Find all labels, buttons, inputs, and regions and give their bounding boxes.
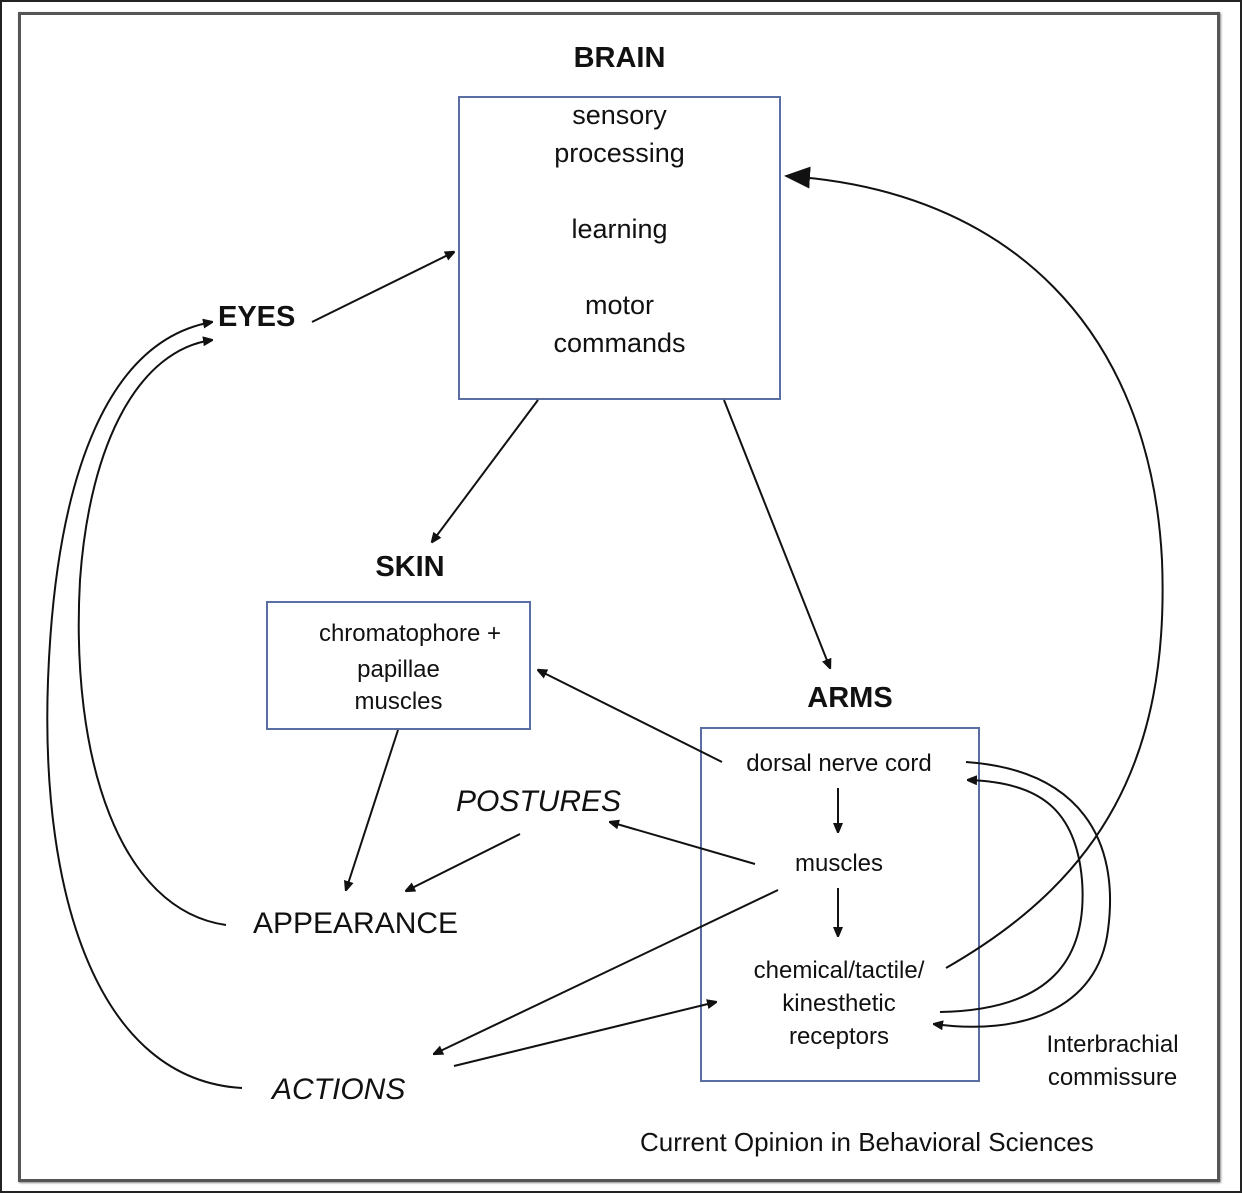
brain-line-motor: motor [584,290,655,320]
arms-receptors-line-1: chemical/tactile/ [753,957,925,984]
arrow-commissure-inner [939,780,1084,1013]
arrow-skin-to-appearance [346,729,399,890]
arms-heading: ARMS [807,682,893,714]
postures-label: POSTURES [456,785,622,818]
arrow-receptors-to-brain [784,166,1164,969]
brain-line-commands: commands [553,328,686,358]
skin-box [266,601,531,730]
arrow-commissure-outer [934,761,1112,1027]
arrow-brain-to-skin [432,399,539,542]
arms-dorsal-nerve-cord: dorsal nerve cord [746,750,932,777]
figure-frame [18,12,1220,1182]
arrow-postures-to-appearance [406,833,521,891]
skin-line-papillae: papillae [357,656,440,683]
skin-line-muscles: muscles [354,688,443,715]
arms-muscles: muscles [794,850,884,877]
skin-line-chromatophore: chromatophore + [318,620,502,647]
skin-heading: SKIN [375,551,445,583]
arrow-appearance-to-eyes [77,340,227,926]
eyes-label: EYES [218,301,296,333]
arms-receptors-line-3: receptors [788,1023,890,1050]
appearance-label: APPEARANCE [253,907,459,940]
commissure-line-2: commissure [1047,1064,1178,1091]
arrow-actions-to-eyes [46,322,243,1089]
actions-label: ACTIONS [272,1073,406,1106]
journal-credit: Current Opinion in Behavioral Sciences [640,1127,1094,1157]
brain-line-learning: learning [571,214,668,244]
brain-line-processing: processing [554,138,685,168]
arrow-muscles-to-postures [610,822,756,865]
brain-box [458,96,781,400]
arrow-eyes-to-brain [311,252,454,323]
brain-line-sensory: sensory [572,100,667,130]
brain-heading: BRAIN [573,42,666,74]
commissure-line-1: Interbrachial [1046,1031,1179,1058]
arms-box [700,727,980,1082]
arrow-actions-to-receptors [453,1002,716,1067]
arrow-nervecord-to-skin [538,670,723,763]
arrow-brain-to-arms [723,399,830,668]
arrow-muscles-to-actions [434,889,779,1054]
arms-receptors-line-2: kinesthetic [782,990,896,1017]
